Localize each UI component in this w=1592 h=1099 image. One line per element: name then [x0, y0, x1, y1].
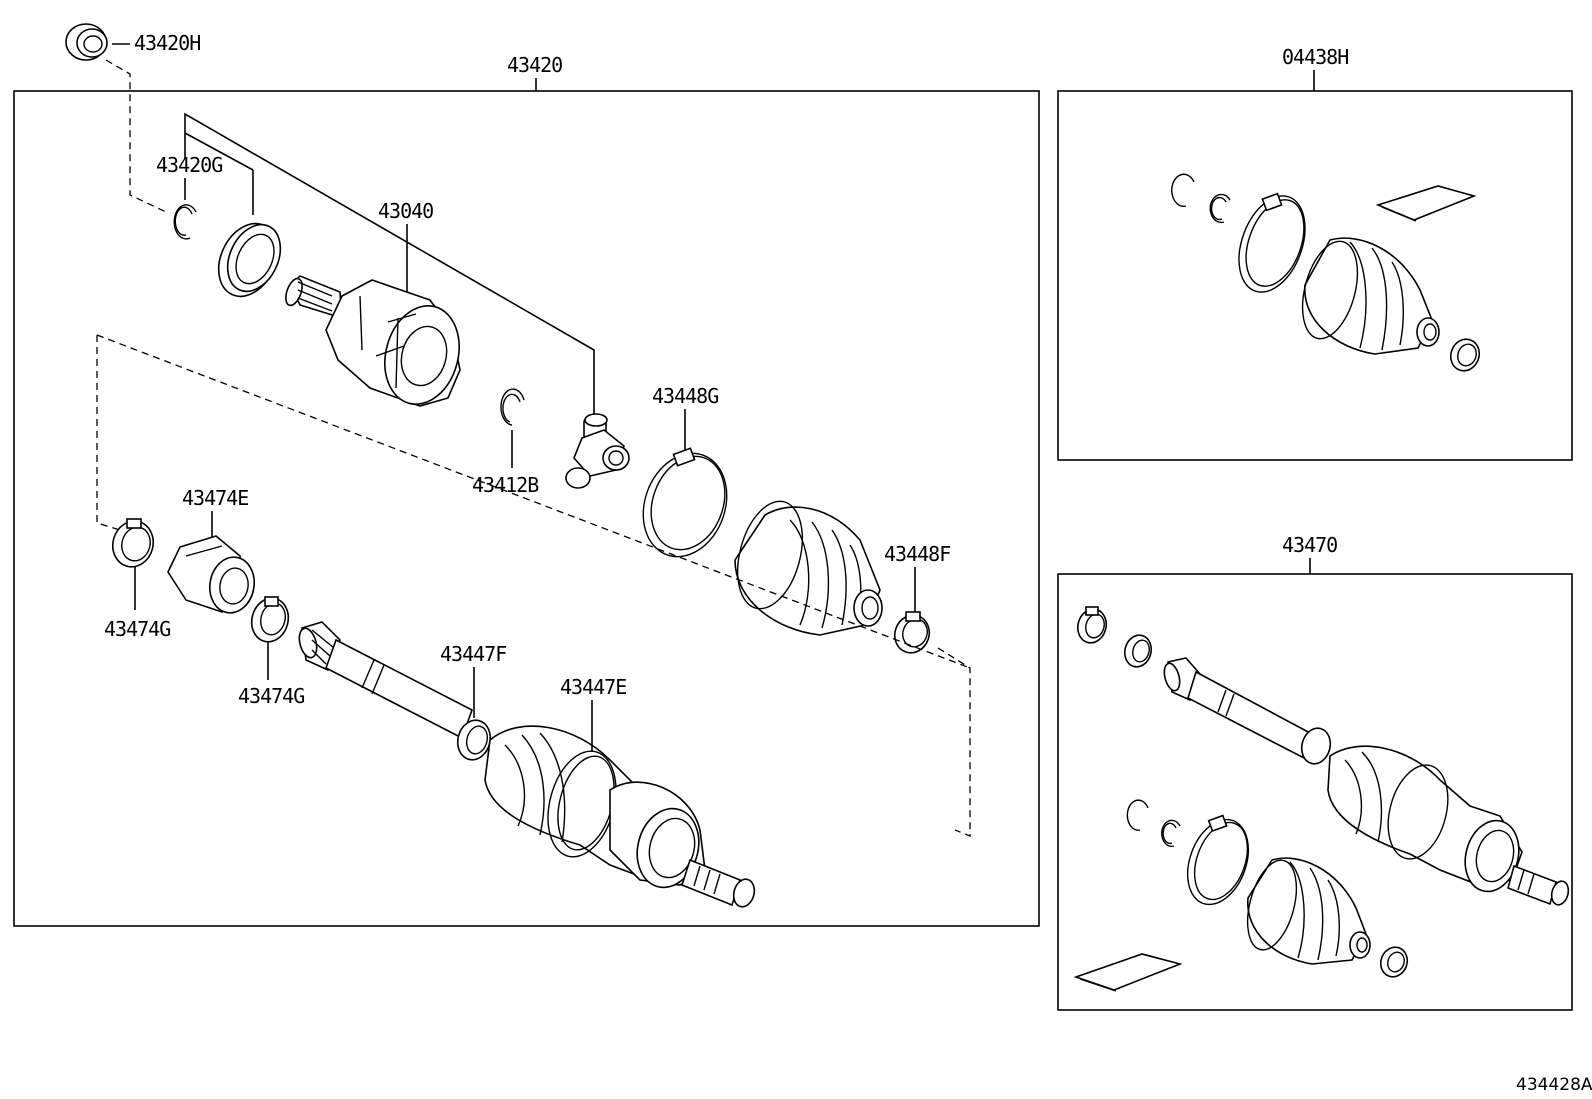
part-43470-snap-ring-2 — [1161, 819, 1181, 848]
group-box-boot-kit — [1057, 90, 1573, 461]
group-label-boot-kit: 04438H — [1282, 45, 1348, 69]
part-tripod-joint — [565, 413, 630, 489]
part-43474E-damper — [167, 535, 256, 614]
part-43470-snap-ring-1 — [1126, 799, 1149, 831]
part-drive-shaft — [298, 621, 473, 740]
reference-code: 434428A — [1516, 1075, 1592, 1095]
part-inner-boot — [734, 500, 883, 636]
part-43412B-snap-ring — [500, 388, 525, 426]
label-43448F: 43448F — [884, 542, 950, 566]
part-43470-clamp-1 — [1076, 606, 1108, 644]
part-boot-kit-band — [1238, 192, 1306, 293]
label-43447F: 43447F — [440, 642, 506, 666]
part-43470-band — [1186, 814, 1250, 906]
part-43470-clamp-2 — [1123, 634, 1153, 668]
label-43412B: 43412B — [472, 473, 539, 497]
group-label-outer-shaft: 43470 — [1282, 533, 1337, 557]
part-43470-boot — [1246, 857, 1371, 965]
label-43420G: 43420G — [156, 153, 222, 177]
part-43040-joint-housing — [285, 275, 461, 407]
label-43447E: 43447E — [560, 675, 626, 699]
group-label-main-assembly: 43420 — [507, 53, 562, 77]
part-43420H-seal — [65, 23, 108, 61]
part-43474G-clamp-left — [111, 518, 155, 568]
label-43420H: 43420H — [134, 31, 200, 55]
label-43474G-right: 43474G — [238, 684, 304, 708]
part-outer-boot-cv-joint — [484, 725, 756, 908]
part-43470-small-clamp — [1379, 946, 1409, 978]
part-seal-ring — [217, 222, 282, 298]
part-43448F-clamp — [893, 611, 931, 654]
part-43420G-snap-ring — [173, 204, 197, 240]
part-43470-shaft-assembly — [1163, 657, 1570, 906]
label-43474G-left: 43474G — [104, 617, 170, 641]
part-43448G-boot-band — [642, 447, 728, 558]
label-43040: 43040 — [378, 199, 433, 223]
part-boot-kit-grease-pack — [1375, 185, 1477, 222]
part-boot-kit-snap-ring-1 — [1171, 173, 1195, 207]
label-43474E: 43474E — [182, 486, 248, 510]
part-boot-kit-snap-ring-2 — [1209, 193, 1231, 224]
group-box-main-assembly — [13, 90, 1040, 927]
part-boot-kit-small-clamp — [1449, 338, 1481, 372]
part-43470-grease-pack — [1073, 953, 1183, 992]
part-43474G-clamp-right — [250, 596, 290, 643]
part-boot-kit-boot — [1301, 237, 1440, 355]
group-box-outer-shaft — [1057, 573, 1573, 1011]
label-43448G: 43448G — [652, 384, 718, 408]
